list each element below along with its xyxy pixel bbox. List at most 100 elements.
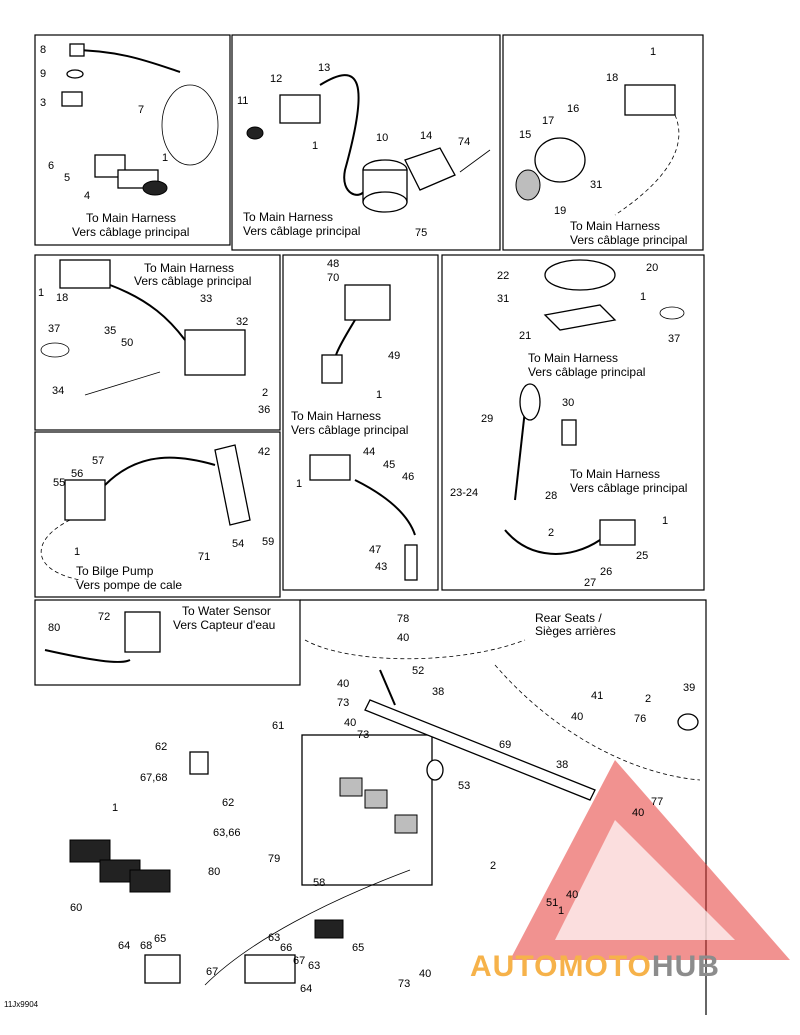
callout-label: 23-24: [450, 487, 479, 499]
callout-label: 26: [600, 566, 613, 578]
callout-label: 80: [208, 866, 221, 878]
part-39-knob: [677, 713, 699, 731]
caption-main-harness-en: To Main Harness: [144, 261, 235, 275]
panel-start-switch-frame: [34, 254, 281, 431]
callout-label: 45: [383, 459, 396, 471]
watermark-part2: HUB: [651, 950, 720, 983]
part-21-base: [543, 304, 617, 331]
callout-label: 49: [388, 350, 401, 362]
callout-label: 67,68: [140, 772, 168, 784]
part-14-bracket: [404, 147, 456, 191]
part-34-bolt: [84, 371, 161, 396]
callout-label: 8: [40, 44, 47, 56]
callout-label: 1: [650, 46, 657, 58]
callout-label: 46: [402, 471, 415, 483]
callout-label: 28: [545, 490, 558, 502]
horn-wire: [319, 74, 366, 196]
callout-label: 73: [337, 697, 350, 709]
callout-label: 57: [92, 455, 105, 467]
callout-label: 30: [562, 397, 575, 409]
antenna-coil: [69, 49, 181, 73]
callout-label: 13: [318, 62, 331, 74]
watermark-part1: AUTOMOTO: [470, 950, 652, 983]
callout-label: 63,66: [213, 827, 241, 839]
caption-main-harness-en: To Main Harness: [528, 351, 619, 365]
callout-label: 18: [606, 72, 619, 84]
callout-label: 9: [40, 68, 47, 80]
antenna-wire-loop: [161, 84, 219, 166]
callout-label: 12: [270, 73, 283, 85]
callout-label: 17: [542, 115, 555, 127]
callout-label: 1: [558, 905, 565, 917]
callout-label: 67: [293, 955, 306, 967]
callout-label: 22: [497, 270, 510, 282]
part-37-clamp: [40, 342, 70, 358]
callout-label: 47: [369, 544, 382, 556]
part-55-connector: [64, 479, 106, 521]
part-19-ring: [515, 169, 541, 201]
callout-label: 18: [56, 292, 69, 304]
callout-label: 72: [98, 611, 111, 623]
callout-label: 31: [497, 293, 510, 305]
callout-label: 75: [415, 227, 428, 239]
caption-main-harness-en: To Main Harness: [570, 219, 661, 233]
panel-switch-frame: [441, 254, 705, 591]
callout-label: 40: [397, 632, 410, 644]
callout-label: 71: [198, 551, 211, 563]
panel-bilge-frame: [34, 431, 281, 598]
caption-main-harness-fr: Vers câblage principal: [134, 274, 252, 288]
part-44-connector: [309, 454, 351, 481]
caption-seats-en: Rear Seats /: [535, 611, 602, 625]
part-18-left-connector: [59, 259, 111, 289]
part-60-fuse-1: [69, 839, 111, 863]
callout-label: 11: [237, 95, 249, 107]
callout-label: 1: [38, 287, 45, 299]
seats-outline-right: [494, 664, 701, 781]
callout-label: 58: [313, 877, 326, 889]
caption-bilge-fr: Vers pompe de cale: [76, 578, 183, 592]
figure-code: 11Jx9904: [4, 1000, 39, 1009]
part-29-shaft: [514, 409, 526, 501]
caption-main-harness-fr: Vers câblage principal: [528, 365, 646, 379]
callout-label: 40: [344, 717, 357, 729]
callout-label: 14: [420, 130, 433, 142]
callout-label: 62: [155, 741, 168, 753]
lower-wire: [204, 869, 411, 986]
bilge-wire: [104, 456, 216, 486]
callout-label: 41: [591, 690, 604, 702]
panel-antenna-frame: [34, 34, 231, 246]
callout-label: 51: [546, 897, 559, 909]
module-slot-2: [364, 789, 388, 809]
module-slot-3: [394, 814, 418, 834]
part-11-seal: [246, 126, 264, 140]
watermark-text: AUTOMOTOHUB: [470, 950, 720, 984]
callout-label: 70: [327, 272, 340, 284]
callout-label: 80: [48, 622, 61, 634]
callout-label: 1: [112, 802, 119, 814]
callout-label: 40: [566, 889, 579, 901]
callout-label: 39: [683, 682, 696, 694]
watermark-triangle-inner: [555, 820, 735, 940]
part-54-bracket: [214, 444, 251, 526]
callout-label: 62: [222, 797, 235, 809]
callout-label: 20: [646, 262, 659, 274]
caption-main-harness-fr: Vers câblage principal: [291, 423, 409, 437]
module-slot-1: [339, 777, 363, 797]
callout-label: 10: [376, 132, 389, 144]
ignition-leader: [614, 114, 680, 216]
callout-label: 36: [258, 404, 271, 416]
callout-label: 40: [632, 807, 645, 819]
part-3-grommet: [61, 91, 83, 107]
callout-label: 65: [352, 942, 365, 954]
callout-label: 69: [499, 739, 512, 751]
part-61-module: [301, 734, 433, 886]
callout-label: 4: [84, 190, 91, 202]
start-switch-wire: [109, 284, 186, 341]
sensor-wire: [354, 479, 416, 536]
water-sensor-wire: [44, 649, 131, 663]
caption-main-harness-fr: Vers câblage principal: [72, 225, 190, 239]
callout-label: 1: [640, 291, 647, 303]
callout-label: 65: [154, 933, 167, 945]
caption-main-harness-en: To Main Harness: [570, 467, 661, 481]
